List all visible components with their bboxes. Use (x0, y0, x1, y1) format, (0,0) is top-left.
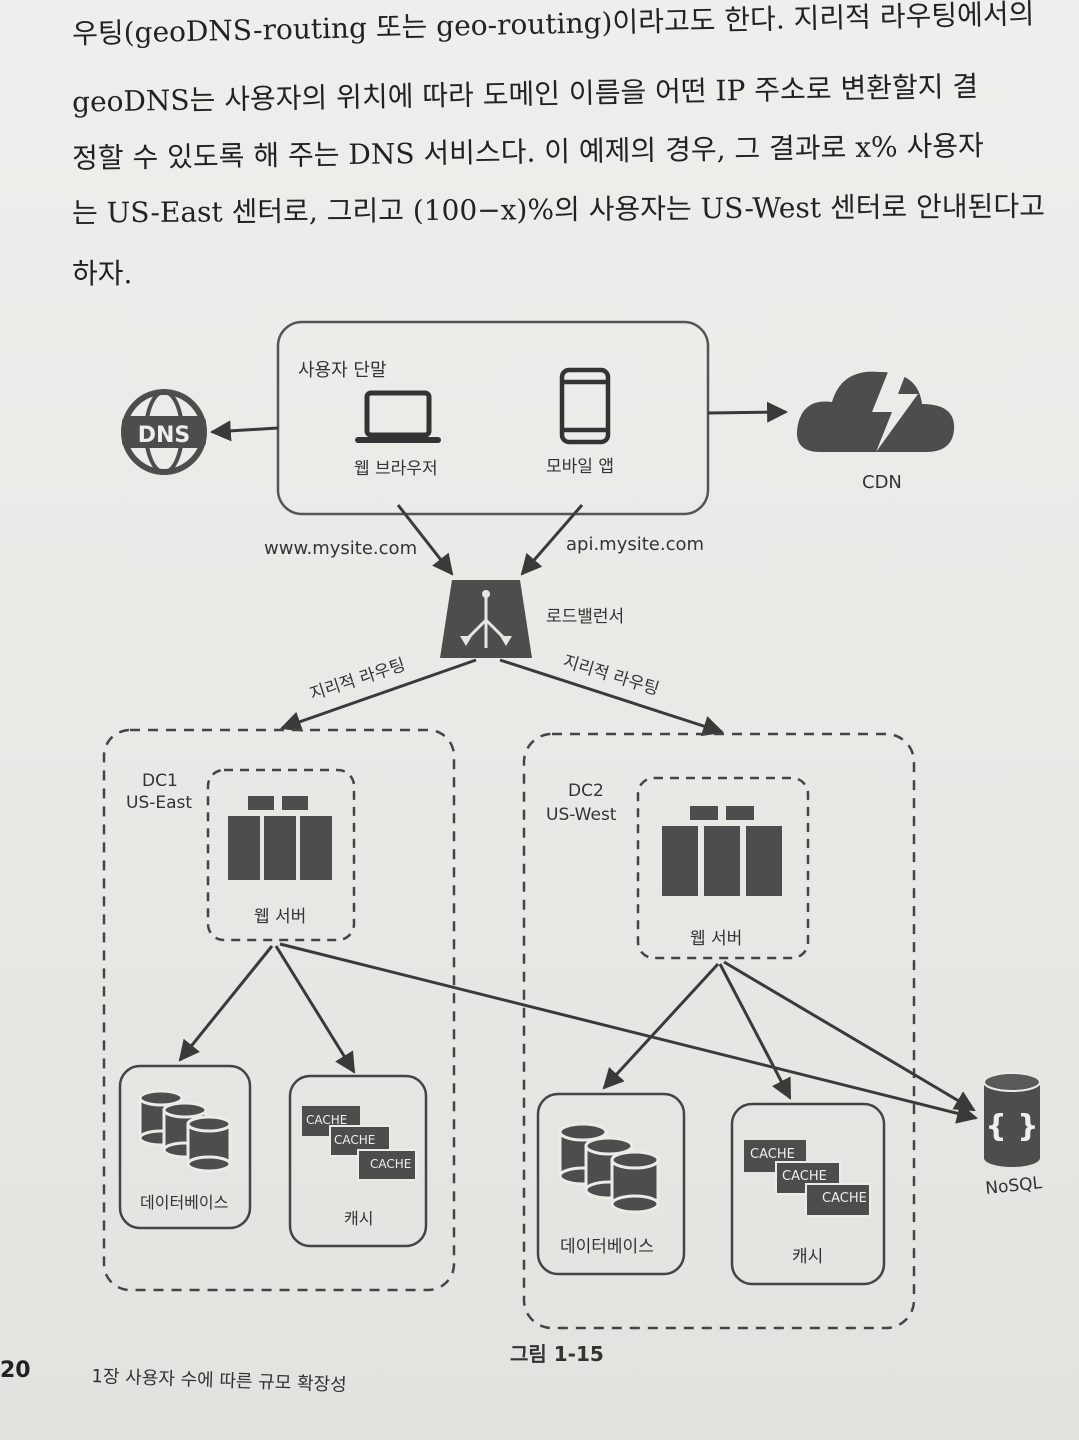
arrow-dc1-web-to-cache (274, 945, 356, 1074)
dc2-web-server-label: 웹 서버 (690, 929, 742, 949)
dc1-cache-box (288, 1074, 428, 1248)
api-route-label: api.mysite.com (566, 534, 704, 555)
dc1-cache-icon: CACHE CACHE CACHE (302, 1106, 417, 1181)
dc2-cache-label: 캐시 (792, 1247, 823, 1267)
arrow-to-dns (209, 420, 279, 442)
dc2-container (522, 732, 916, 1330)
cdn-label: CDN (862, 472, 902, 493)
dc2-database-box (536, 1092, 686, 1276)
dc1-database-icon (138, 1089, 232, 1173)
dc1-database-label: 데이터베이스 (140, 1193, 228, 1212)
dc2-cache-icon: CACHE CACHE CACHE (744, 1140, 871, 1217)
geo-routing-right-label: 지리적 라우팅 (561, 652, 662, 700)
load-balancer-label: 로드밸런서 (546, 607, 624, 627)
dc1-cache-tag-3: CACHE (370, 1157, 411, 1171)
dc1-cache-label: 캐시 (344, 1209, 373, 1228)
dc1-name: DC1 (142, 771, 178, 791)
dc1-web-server-label: 웹 서버 (254, 907, 306, 927)
dc2-cache-box (730, 1102, 886, 1286)
arrow-dc2-web-to-db (602, 962, 720, 1090)
dc2-cache-tag-1: CACHE (750, 1147, 795, 1162)
dc1-database-box (118, 1064, 252, 1230)
dc1-server-icon (228, 796, 332, 880)
dc2-database-label: 데이터베이스 (560, 1237, 654, 1257)
dc2-web-server-box (636, 776, 810, 960)
www-route-label: www.mysite.com (264, 538, 417, 559)
laptop-icon (355, 390, 441, 443)
dc2-name: DC2 (568, 781, 604, 801)
dc2-server-icon (662, 806, 782, 896)
mobile-app-label: 모바일 앱 (546, 457, 614, 477)
arrow-api-to-lb (520, 504, 584, 576)
dc1-cache-tag-1: CACHE (306, 1113, 347, 1127)
page-number: 20 (0, 1358, 31, 1383)
arrow-web-to-lb (396, 504, 454, 576)
arrow-dc2-web-to-nosql (723, 960, 976, 1112)
dc1-region: US-East (126, 793, 192, 813)
figure-caption: 그림 1-15 (510, 1342, 604, 1366)
dc2-cache-tag-2: CACHE (782, 1169, 827, 1184)
arrow-dc1-web-to-nosql (279, 942, 979, 1124)
dc2-cache-tag-3: CACHE (822, 1191, 867, 1206)
dc2-database-icon (558, 1122, 660, 1214)
nosql-db-icon: { } (983, 1072, 1041, 1167)
load-balancer-icon (440, 580, 532, 658)
nosql-label: NoSQL (984, 1173, 1043, 1199)
dc1-cache-tag-2: CACHE (334, 1133, 375, 1147)
web-browser-label: 웹 브라우저 (354, 459, 438, 479)
user-device-title: 사용자 단말 (298, 360, 387, 381)
cdn-cloud-icon (796, 352, 955, 452)
arrow-geo-to-dc1 (280, 658, 477, 732)
svg-text:{ }: { } (985, 1109, 1038, 1144)
dc1-container (102, 728, 456, 1292)
dc1-web-server-box (206, 768, 356, 942)
paragraph-line-5: 하자. (72, 257, 133, 290)
arrow-dc2-web-to-cache (718, 963, 792, 1100)
dns-globe-icon: DNS (121, 389, 207, 475)
arrow-geo-to-dc2 (499, 658, 724, 737)
mobile-phone-icon (559, 367, 611, 445)
user-device-box (276, 320, 710, 516)
arrow-dc1-web-to-db (178, 945, 274, 1062)
dc2-region: US-West (546, 805, 617, 825)
arrow-to-cdn (707, 401, 789, 423)
geo-routing-left-label: 지리적 라우팅 (307, 655, 408, 705)
dns-label: DNS (138, 423, 191, 448)
